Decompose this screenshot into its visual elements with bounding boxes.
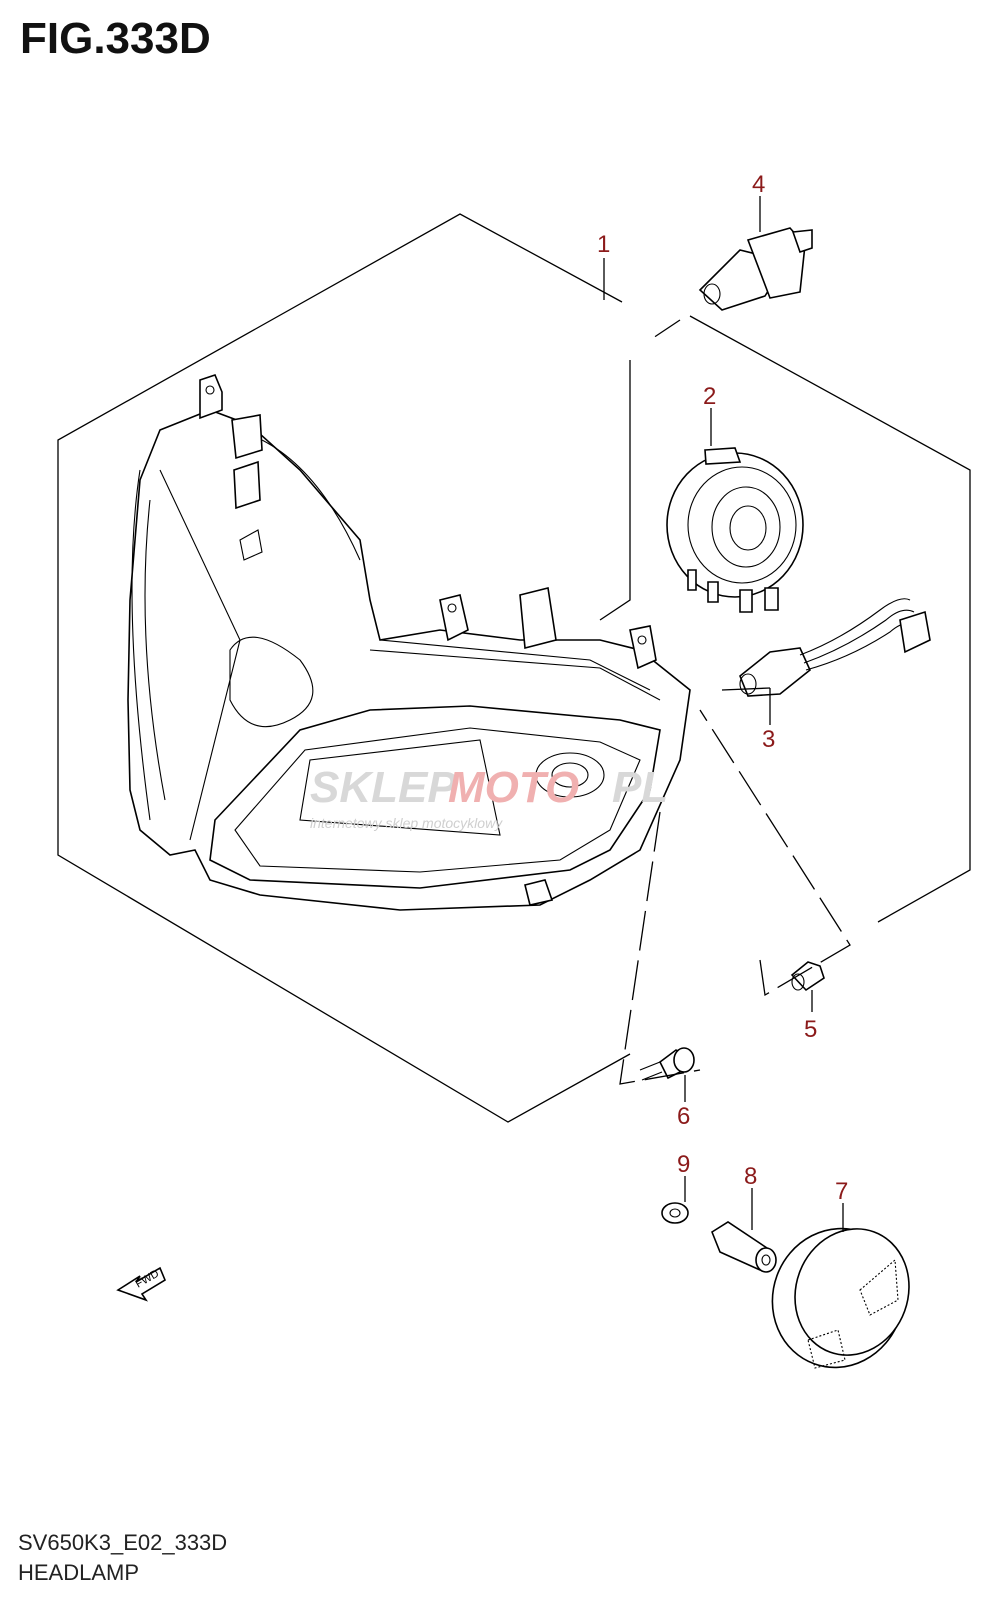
- callout-7: 7: [835, 1178, 848, 1205]
- washer: [661, 1202, 689, 1224]
- callout-2: 2: [703, 383, 716, 410]
- position-bulb: [790, 961, 825, 992]
- diagram-name: HEADLAMP: [18, 1560, 140, 1585]
- callout-5: 5: [804, 1016, 817, 1043]
- mounting-screw: [639, 1047, 695, 1081]
- reflector-lens: [771, 1227, 910, 1369]
- watermark-text-red: MOTO: [448, 763, 579, 812]
- position-lamp-socket: [739, 598, 931, 697]
- diagram-code: SV650K3_E02_333D: [18, 1530, 228, 1555]
- watermark-text-grey: SKLEP: [310, 763, 457, 812]
- watermark-tagline: internetowy sklep motocyklowy: [310, 815, 503, 831]
- headlamp-housing: [127, 374, 691, 911]
- spacer: [711, 1221, 777, 1273]
- headlamp-bulb: [698, 227, 813, 311]
- assembly-outline-right: [689, 315, 971, 923]
- callout-4: 4: [752, 171, 765, 198]
- callout-3: 3: [762, 726, 775, 753]
- watermark: SKLEP MOTO PL internetowy sklep motocykl…: [310, 763, 668, 831]
- assembly-outline: [57, 213, 631, 1123]
- figure-title: FIG.333D: [20, 14, 211, 63]
- fwd-arrow-icon: FWD: [116, 1266, 167, 1302]
- socket-cover: [666, 447, 804, 613]
- callout-8: 8: [744, 1163, 757, 1190]
- callout-1: 1: [597, 231, 610, 258]
- callout-6: 6: [677, 1103, 690, 1130]
- watermark-text-suffix: PL: [612, 763, 668, 812]
- callout-9: 9: [677, 1151, 690, 1178]
